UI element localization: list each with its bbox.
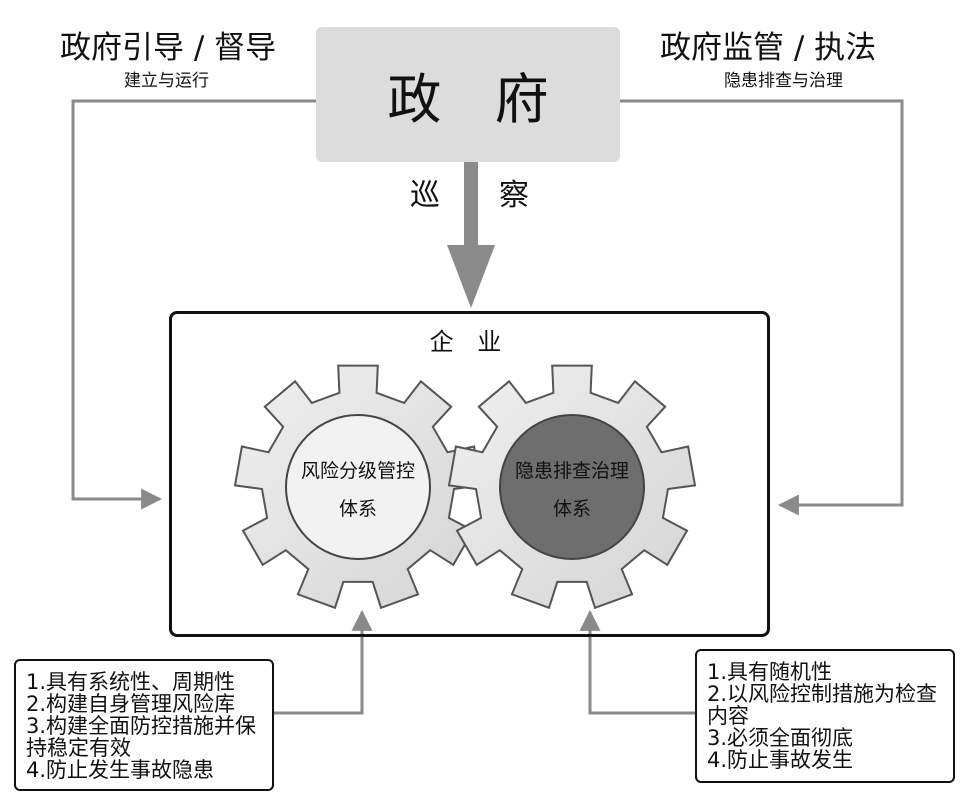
risk-control-notes: 1.具有系统性、周期性 2.构建自身管理风险库 3.构建全面防控措施并保持稳定有… (14, 659, 274, 791)
risk-note-3: 3.构建全面防控措施并保持稳定有效 (26, 714, 257, 760)
supervision-sub-label: 隐患排查与治理 (724, 71, 843, 91)
hazard-note-1: 1.具有随机性 (707, 660, 833, 684)
government-box: 政 府 (316, 27, 620, 162)
right-supervision-connector (620, 99, 904, 516)
government-supervision-label: 政府监管 / 执法 (660, 30, 877, 66)
hazard-inspection-gear-label: 隐患排查治理 体系 (497, 452, 647, 528)
risk-note-2: 2.构建自身管理风险库 (26, 692, 236, 716)
patrol-arrow (447, 162, 495, 308)
risk-note-4: 4.防止发生事故隐患 (26, 758, 215, 782)
risk-control-gear-line1: 风险分级管控 (300, 460, 415, 482)
right-note-connector (579, 609, 695, 715)
patrol-label-right: 察 (499, 178, 529, 213)
government-guidance-label: 政府引导 / 督导 (60, 30, 277, 66)
hazard-inspection-gear-core (499, 414, 645, 560)
risk-control-gear-label: 风险分级管控 体系 (283, 452, 433, 528)
left-note-connector (274, 609, 373, 715)
left-guidance-connector (71, 99, 316, 510)
hazard-inspection-notes: 1.具有随机性 2.以风险控制措施为检查内容 3.必须全面彻底 4.防止事故发生 (695, 649, 955, 783)
government-title: 政 府 (387, 68, 567, 131)
hazard-inspection-gear (447, 364, 697, 610)
guidance-sub-label: 建立与运行 (124, 71, 209, 91)
patrol-label-left: 巡 (410, 178, 440, 213)
hazard-note-4: 4.防止事故发生 (707, 748, 854, 772)
enterprise-box (169, 311, 770, 637)
hazard-note-2: 2.以风险控制措施为检查内容 (707, 682, 938, 728)
hazard-inspection-gear-line2: 体系 (552, 498, 591, 520)
hazard-note-3: 3.必须全面彻底 (707, 726, 854, 750)
risk-control-gear-core (285, 414, 431, 560)
risk-control-gear (233, 364, 483, 610)
risk-note-1: 1.具有系统性、周期性 (26, 670, 236, 694)
enterprise-title: 企 业 (429, 328, 510, 356)
hazard-inspection-gear-line1: 隐患排查治理 (514, 460, 629, 482)
risk-control-gear-line2: 体系 (338, 498, 377, 520)
